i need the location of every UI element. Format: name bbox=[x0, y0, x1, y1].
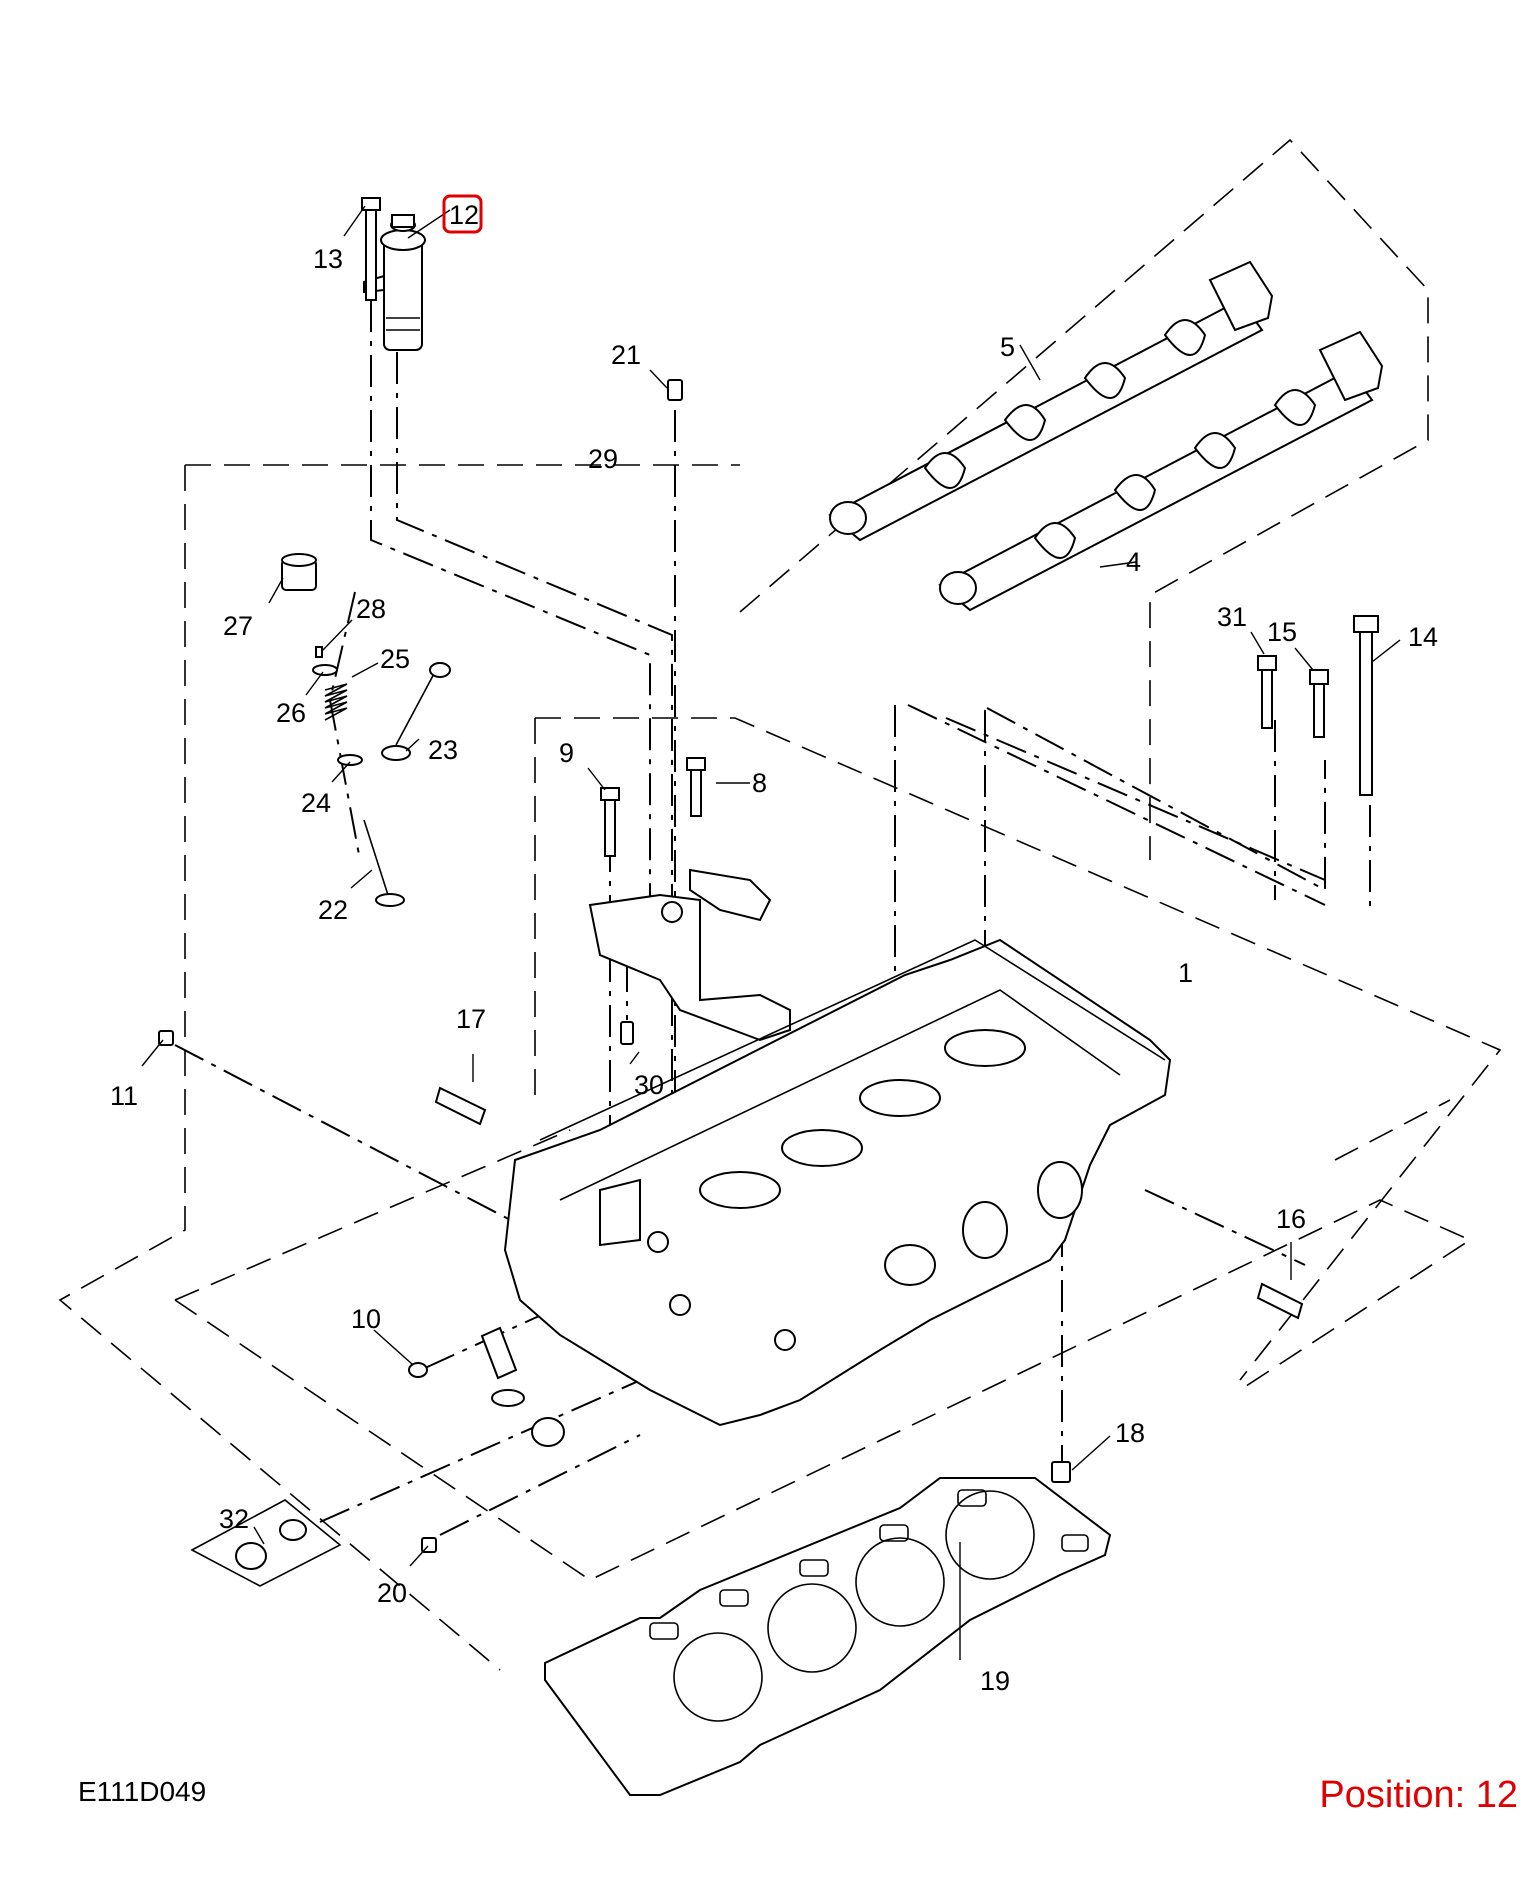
callout-25: 25 bbox=[380, 644, 410, 674]
seal-kit-part-32 bbox=[190, 1499, 342, 1587]
callout-9: 9 bbox=[559, 738, 574, 768]
callout-30: 30 bbox=[634, 1070, 664, 1100]
head-gasket-part-19 bbox=[544, 1477, 1112, 1796]
position-indicator: Position: 12 bbox=[1319, 1774, 1518, 1816]
solenoid-valve-part-12 bbox=[363, 214, 426, 351]
callout-24: 24 bbox=[301, 788, 331, 818]
plug-part-10 bbox=[408, 1362, 428, 1378]
phantom-outlines bbox=[58, 138, 1502, 1671]
callout-29: 29 bbox=[588, 444, 618, 474]
callout-19: 19 bbox=[980, 1666, 1010, 1696]
callout-16: 16 bbox=[1276, 1204, 1306, 1234]
bolt-part-14 bbox=[1353, 615, 1379, 796]
valve-key-part-28 bbox=[315, 646, 323, 658]
callout-31: 31 bbox=[1217, 602, 1247, 632]
camshaft-part-4 bbox=[938, 330, 1384, 612]
stud-part-16 bbox=[1256, 1282, 1304, 1320]
drawing-code: E111D049 bbox=[78, 1776, 207, 1807]
bolt-part-9 bbox=[600, 787, 620, 857]
bolt-part-13 bbox=[361, 197, 381, 301]
camshaft-part-5 bbox=[828, 260, 1274, 542]
callout-11: 11 bbox=[110, 1081, 138, 1111]
valve-part-22 bbox=[363, 819, 405, 907]
callout-4: 4 bbox=[1126, 547, 1141, 577]
callout-32: 32 bbox=[219, 1504, 249, 1534]
tappet-part-27 bbox=[281, 553, 317, 591]
callout-27: 27 bbox=[223, 611, 253, 641]
bolt-part-8 bbox=[686, 757, 706, 817]
callout-labels: 12 13 5 4 21 29 27 28 25 26 23 24 22 9 8… bbox=[110, 194, 1438, 1696]
callout-12: 12 bbox=[449, 200, 479, 230]
bolt-part-31 bbox=[1257, 655, 1277, 729]
callout-14: 14 bbox=[1408, 622, 1438, 652]
valve-part-23 bbox=[381, 662, 451, 761]
callout-13: 13 bbox=[313, 244, 343, 274]
bearing-cap bbox=[588, 868, 791, 1042]
dowel-part-21 bbox=[667, 379, 683, 401]
callout-28: 28 bbox=[356, 594, 386, 624]
stud-part-17 bbox=[434, 1086, 487, 1126]
callout-22: 22 bbox=[318, 895, 348, 925]
callout-15: 15 bbox=[1267, 617, 1297, 647]
retainer-part-26 bbox=[312, 664, 338, 676]
cylinder-head-part-1 bbox=[503, 938, 1172, 1427]
callout-20: 20 bbox=[377, 1578, 407, 1608]
callout-12-highlight bbox=[442, 194, 483, 234]
callout-17: 17 bbox=[456, 1004, 486, 1034]
callout-23: 23 bbox=[428, 735, 458, 765]
dowel-part-30 bbox=[620, 1021, 634, 1045]
bolt-part-15 bbox=[1309, 669, 1329, 738]
callout-18: 18 bbox=[1115, 1418, 1145, 1448]
callout-8: 8 bbox=[752, 768, 767, 798]
sleeve-seal bbox=[480, 1326, 565, 1447]
callout-1: 1 bbox=[1178, 958, 1193, 988]
leader-lines bbox=[141, 205, 1401, 1660]
spring-seat-part-24 bbox=[337, 754, 363, 766]
dowel-part-18 bbox=[1051, 1461, 1071, 1483]
callout-21: 21 bbox=[611, 340, 641, 370]
valve-spring-part-25 bbox=[324, 683, 348, 721]
callout-26: 26 bbox=[276, 698, 306, 728]
callout-5: 5 bbox=[1000, 332, 1015, 362]
callout-10: 10 bbox=[351, 1304, 381, 1334]
